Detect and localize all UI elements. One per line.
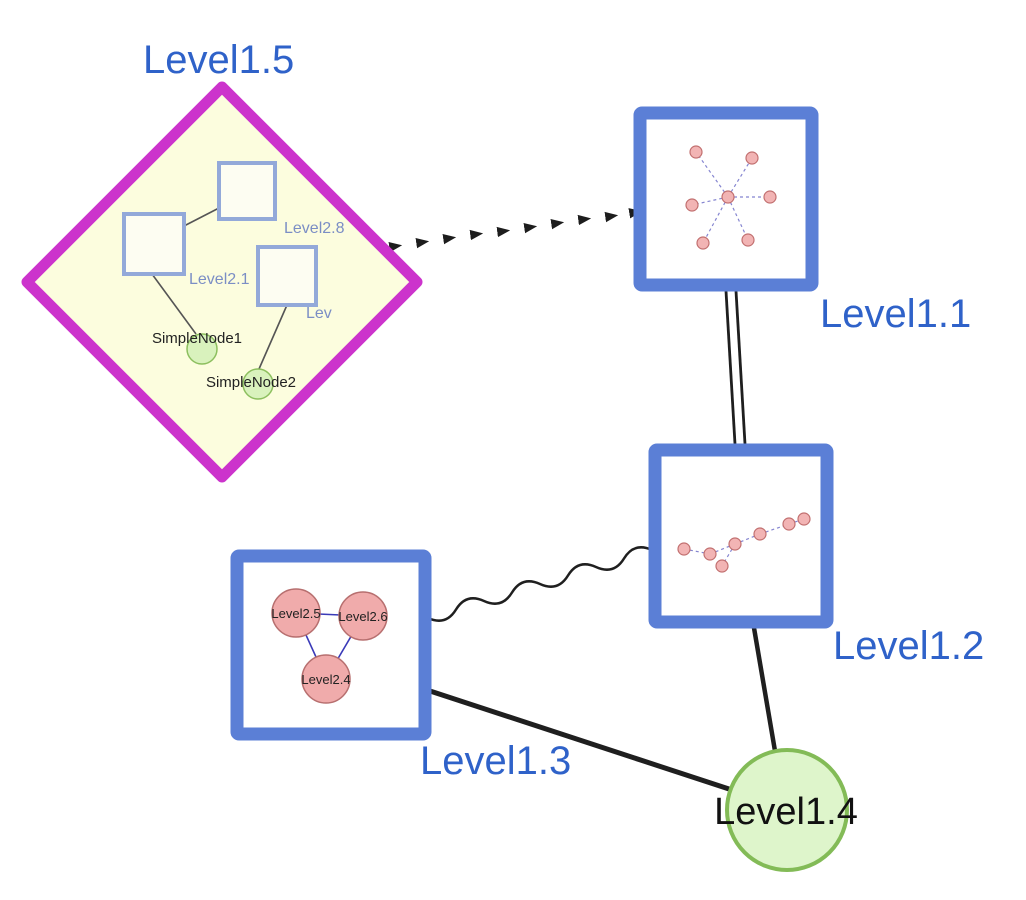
mini-node [741, 233, 755, 247]
node-level21[interactable] [122, 212, 186, 276]
edge-level12-level14[interactable] [750, 621, 778, 752]
level25-label: Level2.5 [271, 606, 320, 621]
level12-mini-graph [677, 512, 811, 573]
mini-node [763, 190, 777, 204]
level13-box[interactable] [230, 549, 432, 741]
mini-node [782, 517, 796, 531]
node-level26[interactable] [338, 591, 388, 641]
node-level24[interactable] [301, 654, 351, 704]
edge-level15-level11[interactable] [388, 208, 643, 253]
level15-diamond-shape[interactable] [21, 81, 423, 483]
edge-level13-level14[interactable] [426, 687, 730, 792]
mini-node [696, 236, 710, 250]
mini-node [703, 547, 717, 561]
mini-node [797, 512, 811, 526]
simplenode2-label: SimpleNode2 [206, 374, 296, 391]
level11-label: Level1.1 [820, 292, 971, 336]
node-simplenode1[interactable] [186, 333, 218, 365]
edge-lev-simplenode2 [258, 304, 288, 370]
mini-node [753, 527, 767, 541]
level26-label: Level2.6 [338, 609, 387, 624]
level14-label: Level1.4 [714, 791, 858, 833]
edge-level11-level12[interactable] [724, 290, 747, 445]
mini-node [689, 145, 703, 159]
group-node-level12 [648, 443, 834, 629]
simplenode1-label: SimpleNode1 [152, 330, 242, 347]
node-simplenode2[interactable] [242, 368, 274, 400]
edge-level28-level21 [183, 207, 220, 227]
mini-node [745, 151, 759, 165]
node-lev[interactable] [256, 245, 318, 307]
level28-label: Level2.8 [284, 220, 345, 237]
group-node-level13: Level2.5 Level2.6 Level2.4 [230, 549, 432, 741]
level15-label: Level1.5 [143, 38, 294, 82]
level13-label: Level1.3 [420, 739, 571, 783]
level12-label: Level1.2 [833, 624, 984, 668]
level24-label: Level2.4 [301, 672, 350, 687]
mini-node [685, 198, 699, 212]
node-level28[interactable] [217, 161, 277, 221]
lev-label: Lev [306, 305, 332, 322]
mini-node [728, 537, 742, 551]
group-node-level11 [633, 106, 819, 292]
node-level25[interactable] [271, 588, 321, 638]
mini-node [721, 190, 735, 204]
edge-level21-simplenode1 [151, 273, 197, 335]
level11-mini-graph [685, 145, 777, 250]
mini-node [677, 542, 691, 556]
node-level14[interactable] [725, 748, 849, 872]
edge-level13-level12[interactable] [427, 546, 653, 622]
level21-label: Level2.1 [189, 271, 250, 288]
mini-node [715, 559, 729, 573]
level12-box[interactable] [648, 443, 834, 629]
group-node-level15: Level2.8 Level2.1 Lev SimpleNode1 Simple… [21, 81, 423, 483]
